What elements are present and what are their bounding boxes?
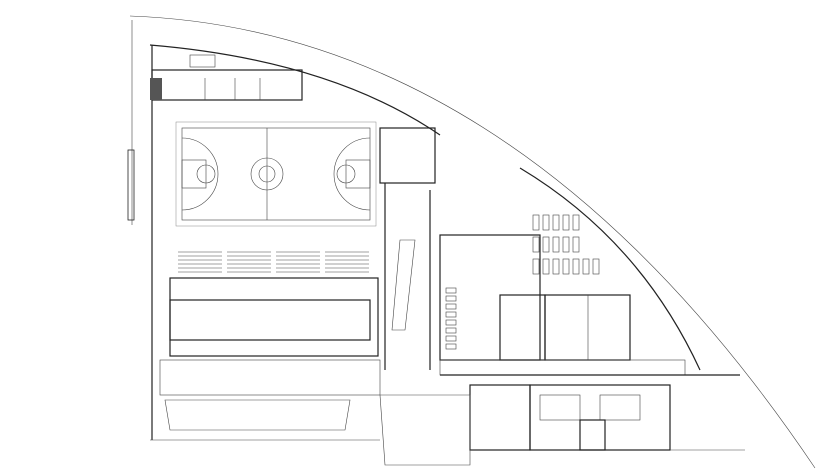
treadmill xyxy=(445,343,457,350)
bike xyxy=(552,258,560,275)
bike xyxy=(532,214,540,231)
east-arc-wall xyxy=(519,167,701,371)
bike xyxy=(562,258,570,275)
bike xyxy=(572,236,580,253)
equipment xyxy=(445,214,600,350)
treadmill xyxy=(445,311,457,318)
bike xyxy=(532,236,540,253)
bike xyxy=(542,214,550,231)
treadmill xyxy=(445,335,457,342)
treadmill xyxy=(445,295,457,302)
outer-arc-wall xyxy=(129,15,816,469)
bike xyxy=(572,258,580,275)
bike xyxy=(582,258,590,275)
basketball-court xyxy=(175,121,377,227)
inner-arc-wall xyxy=(149,44,441,136)
bike xyxy=(532,258,540,275)
bike xyxy=(552,214,560,231)
bike xyxy=(572,214,580,231)
bike xyxy=(552,236,560,253)
bike xyxy=(542,258,550,275)
bike xyxy=(562,214,570,231)
bike xyxy=(592,258,600,275)
south-east-block xyxy=(379,374,745,466)
bleachers xyxy=(178,251,369,273)
central-corridor xyxy=(379,127,436,370)
bike xyxy=(562,236,570,253)
treadmill xyxy=(445,319,457,326)
fitness-area xyxy=(439,234,686,376)
north-rooms xyxy=(150,54,303,101)
treadmill xyxy=(445,303,457,310)
west-columns xyxy=(127,149,135,221)
treadmill xyxy=(445,327,457,334)
treadmill xyxy=(445,287,457,294)
bike xyxy=(542,236,550,253)
south-block xyxy=(150,277,381,441)
